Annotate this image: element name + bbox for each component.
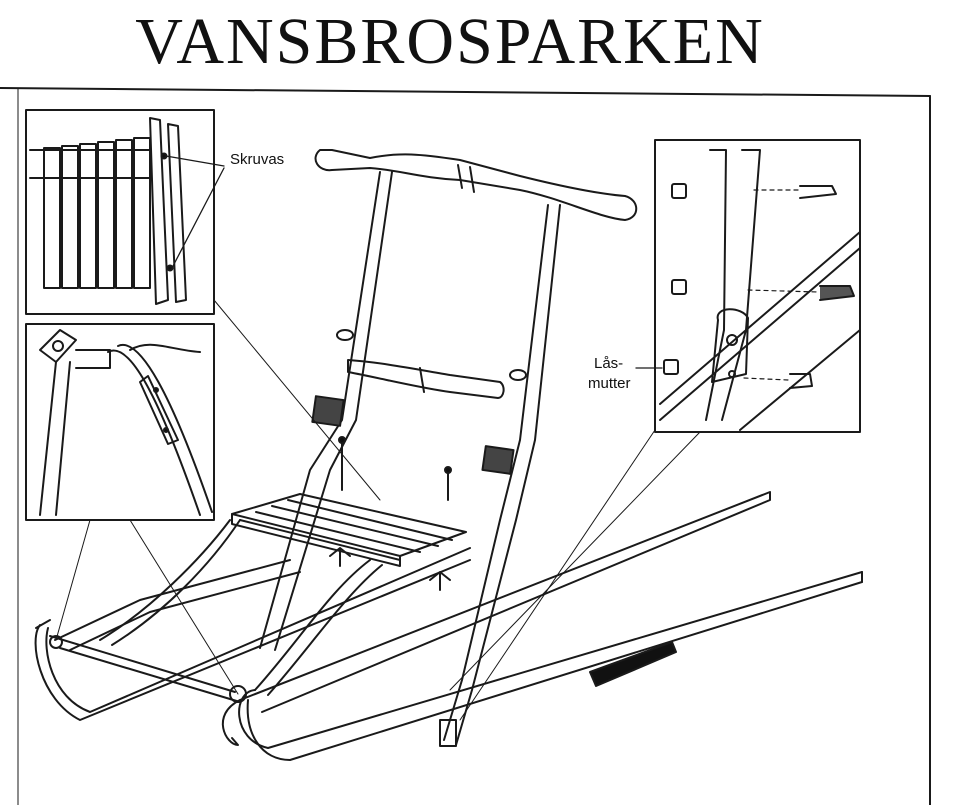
runners [34, 491, 863, 761]
detail-box-seat-slats [25, 109, 225, 315]
bolt-2 [671, 279, 855, 301]
cross-braces [49, 559, 301, 703]
seat [231, 436, 467, 591]
las-label: Lås- [594, 355, 623, 372]
bolt-3 [663, 359, 813, 389]
mutter-label: mutter [588, 375, 631, 392]
page-title: VANSBROSPARKEN [135, 5, 765, 78]
upright-standers [259, 171, 561, 747]
handle-bar [314, 149, 638, 221]
left-strut [99, 519, 383, 696]
middle-crossbar [347, 359, 505, 399]
outer-frame [0, 87, 931, 805]
skruvas-label: Skruvas [230, 151, 284, 168]
detail-box-lock-nut [635, 139, 861, 433]
bolt-1 [671, 183, 837, 199]
detail-box-runner-joint [25, 323, 215, 521]
